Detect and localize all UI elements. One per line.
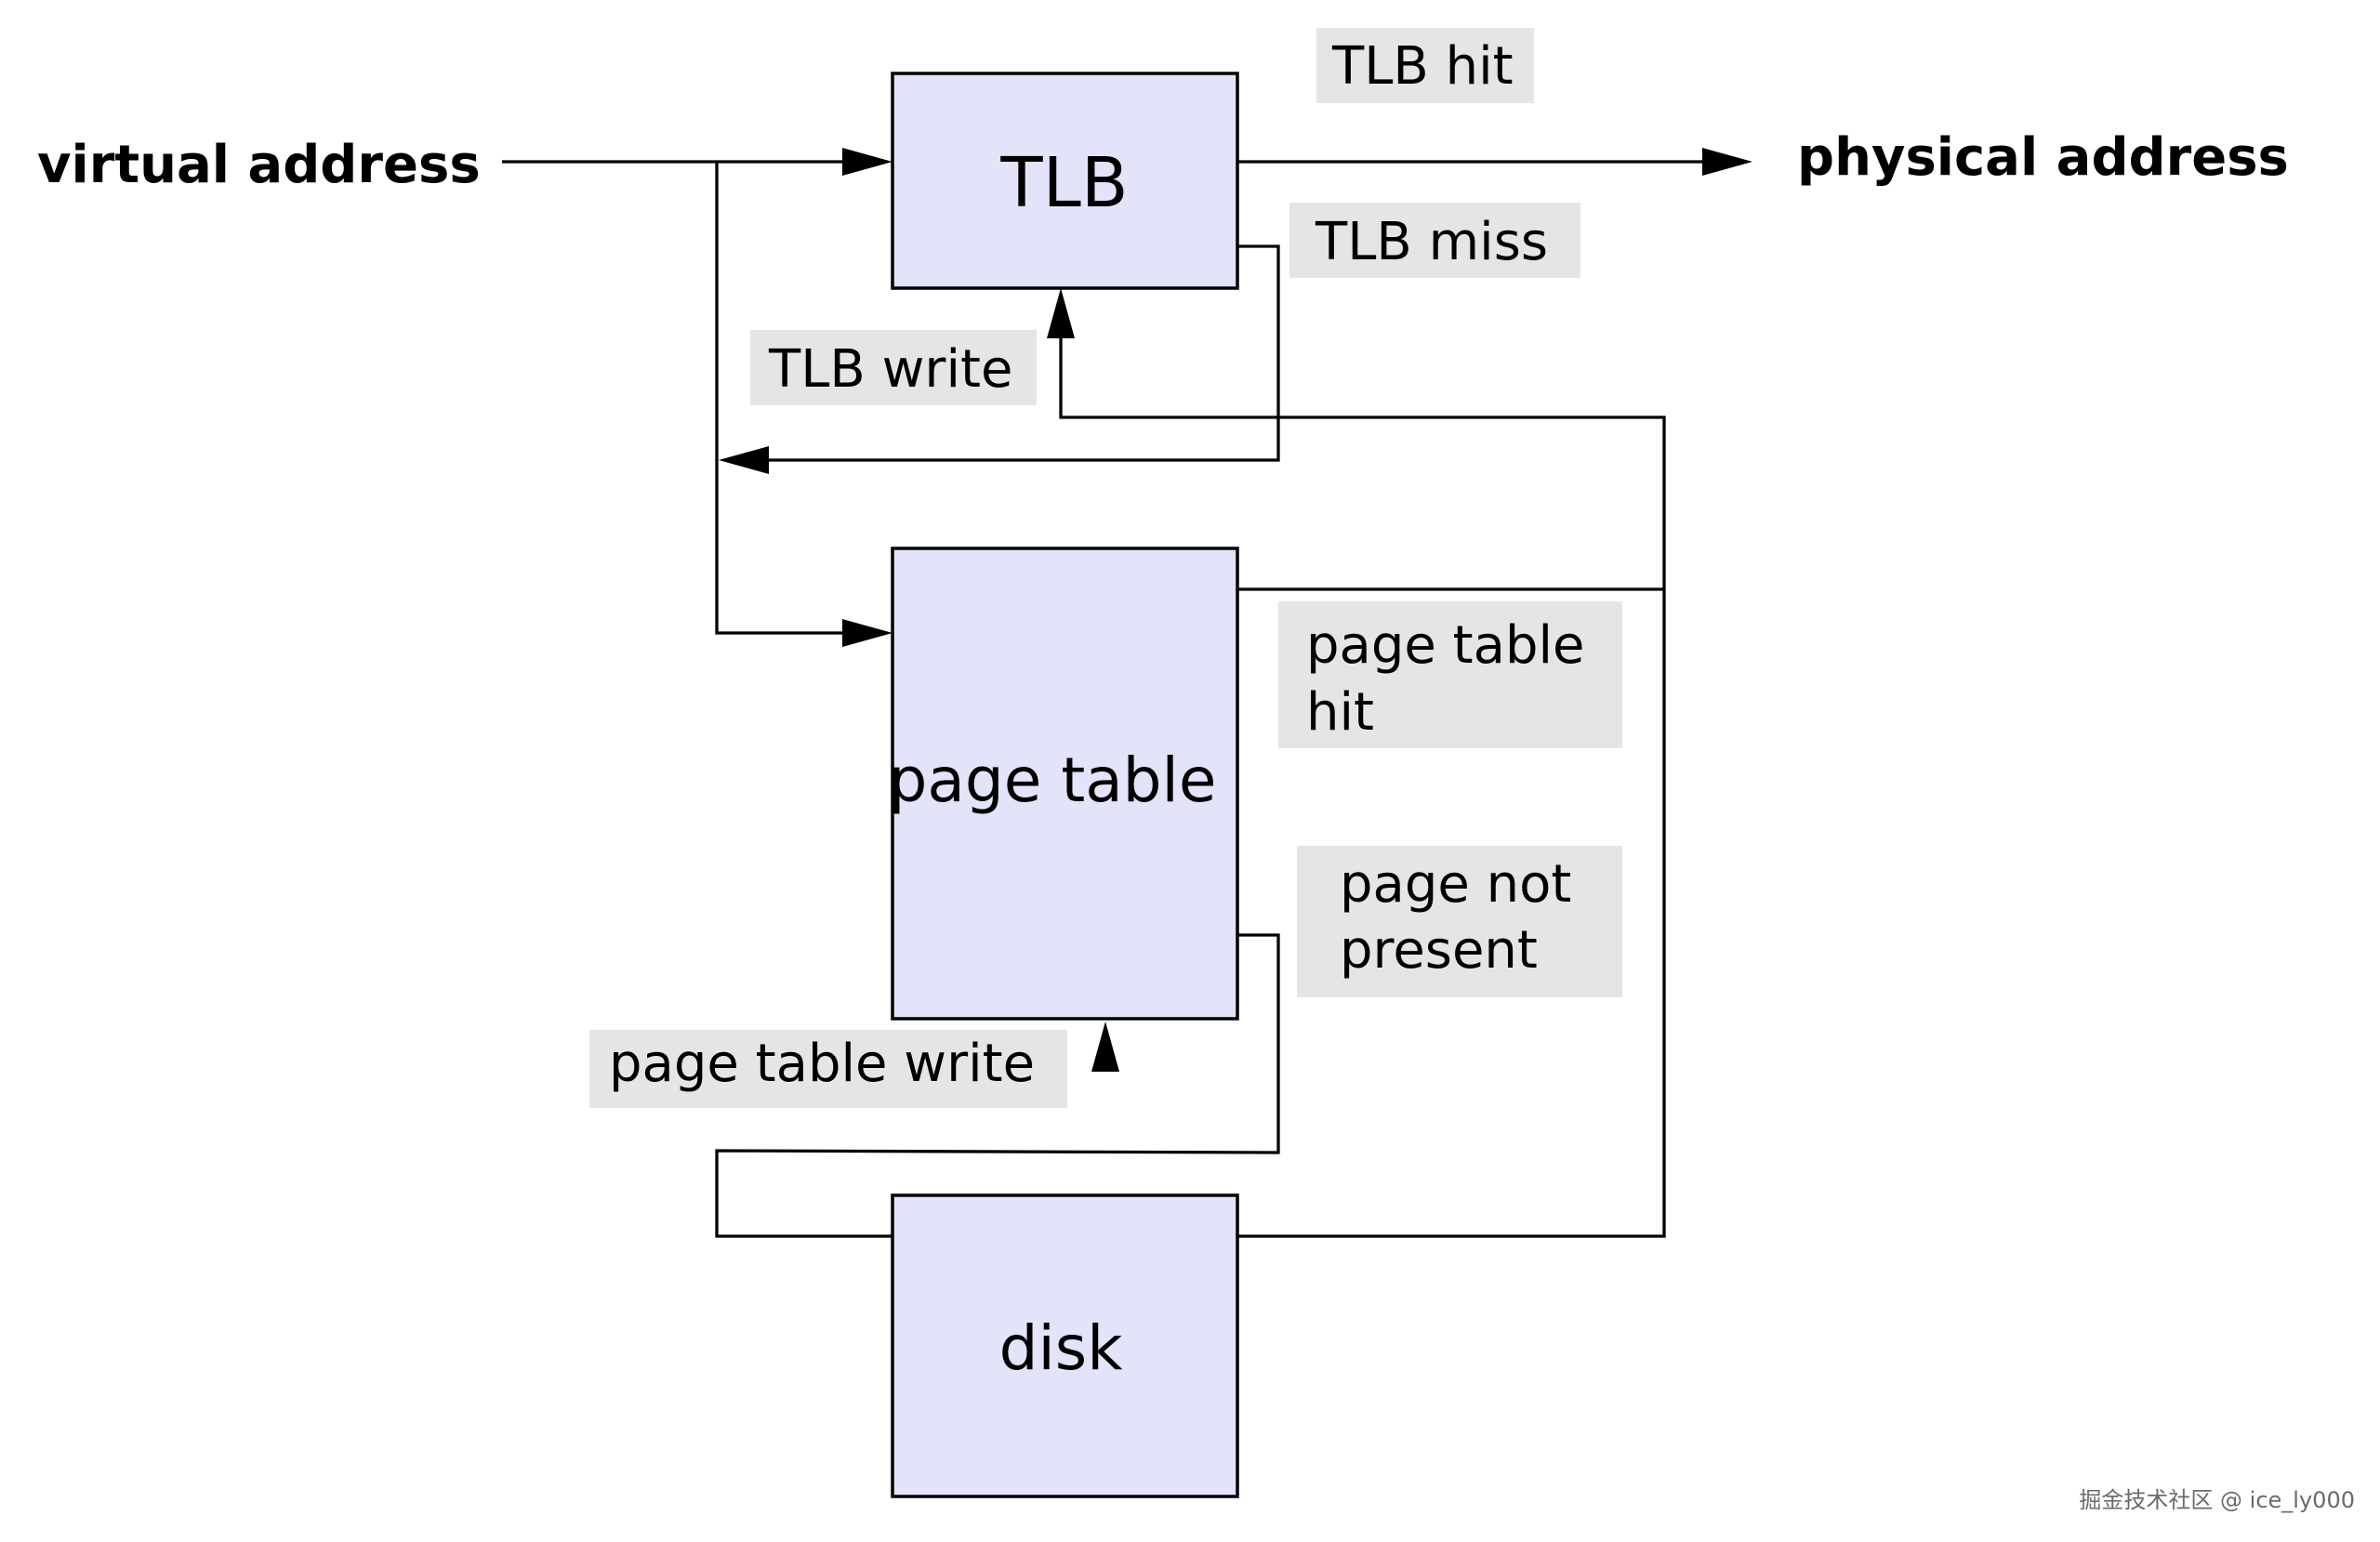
page-table-box xyxy=(891,547,1239,1021)
arrow-into-page-table xyxy=(842,619,892,647)
tlb-miss-tag xyxy=(1289,203,1580,278)
arrow-tlb-miss-left xyxy=(719,446,769,474)
tlb-hit-label: TLB hit xyxy=(1331,36,1514,97)
tlb-miss-line xyxy=(753,244,1280,462)
tlb-hit-tag xyxy=(1316,28,1534,103)
page-not-present-line xyxy=(715,933,1280,1238)
tlb-write-line xyxy=(1059,321,1666,589)
page-table-write-label: page table write xyxy=(609,1034,1035,1094)
branch-to-page-table-line xyxy=(715,162,860,635)
disk-to-right-bus-line xyxy=(1237,589,1666,1238)
arrow-into-tlb xyxy=(842,148,892,176)
page-table-write-tag xyxy=(589,1030,1067,1108)
arrow-to-physical-address xyxy=(1702,148,1752,176)
page-not-present-label-line1: page not xyxy=(1340,854,1571,915)
physical-address-label: physical address xyxy=(1797,127,2289,188)
tlb-miss-label: TLB miss xyxy=(1315,212,1548,272)
tlb-node-label: TLB xyxy=(999,143,1128,223)
page-table-hit-label-line1: page table xyxy=(1306,615,1585,676)
arrow-page-table-write-up xyxy=(1091,1021,1119,1072)
page-not-present-label-line2: present xyxy=(1340,920,1538,981)
watermark-text: 掘金技术社区 @ ice_ly000 xyxy=(2079,1487,2355,1513)
disk-node-label: disk xyxy=(999,1312,1124,1384)
page-table-hit-label-line2: hit xyxy=(1306,682,1374,743)
virtual-address-label: virtual address xyxy=(37,135,481,195)
disk-box xyxy=(891,1193,1239,1498)
tlb-write-tag xyxy=(750,330,1037,405)
tlb-write-label: TLB write xyxy=(768,339,1012,400)
arrow-tlb-write-up xyxy=(1047,288,1075,338)
tlb-box xyxy=(891,72,1239,290)
page-table-node-label: page table xyxy=(889,745,1217,816)
page-table-hit-tag xyxy=(1278,601,1622,748)
page-not-present-tag xyxy=(1297,846,1622,997)
